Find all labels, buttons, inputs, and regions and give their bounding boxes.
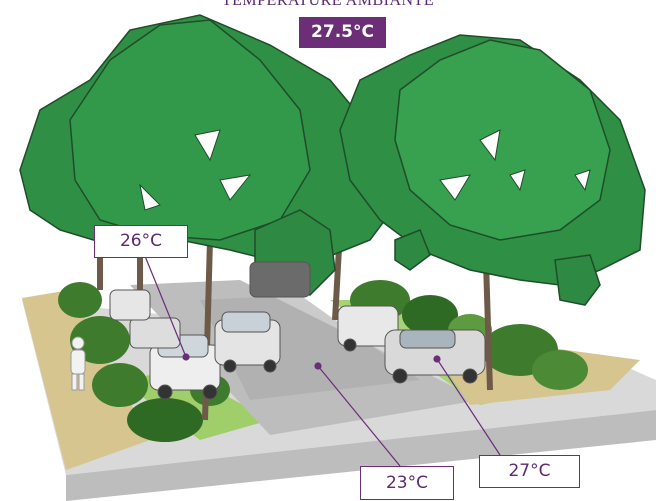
sunny-sidewalk-temperature-label: 27°C	[479, 455, 580, 488]
canopy-gaps	[139, 129, 591, 211]
ambient-temperature-badge: 27.5°C	[299, 17, 386, 48]
left-sidewalk	[22, 290, 150, 470]
ambient-temperature-title: TEMPÉRATURE AMBIANTE	[221, 0, 435, 9]
shrubs	[58, 280, 588, 442]
road-temperature-label: 23°C	[360, 466, 454, 500]
cars	[109, 261, 486, 400]
ground-base-front	[66, 410, 656, 501]
leader-lines	[144, 255, 501, 467]
tree-canopies	[19, 14, 646, 306]
planted-sidewalk-temperature-label: 26°C	[94, 225, 188, 258]
pedestrian	[70, 336, 86, 391]
